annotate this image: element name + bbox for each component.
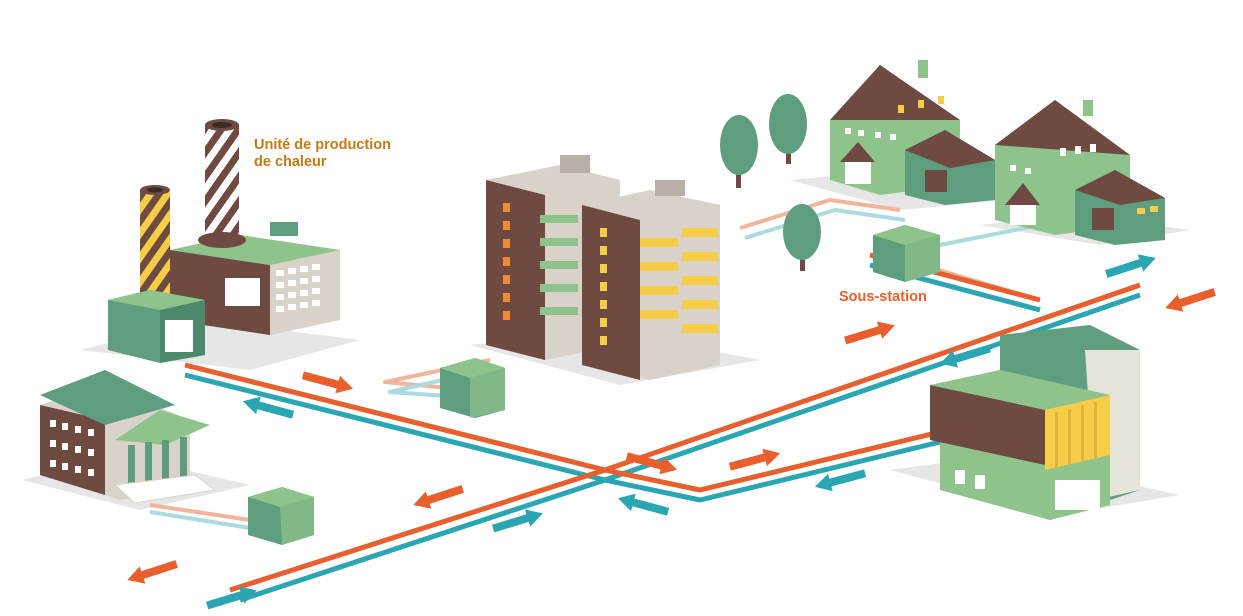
tree-icon [720,94,821,271]
substation-box-icon [248,225,940,545]
flow-arrow-icon [940,344,992,368]
hot-pipe-southwest [229,467,606,593]
flow-arrow-icon [301,371,354,394]
flow-arrow-icon [127,560,178,584]
flow-arrow-icon [491,509,543,533]
flow-arrow-icon [413,485,464,509]
cold-pipe-office [604,439,941,503]
public-building-icon [40,370,217,504]
hot-branch-houses [739,198,901,230]
cold-pipe-southwest [239,477,606,603]
cold-branch-public [149,510,251,530]
flow-arrow-icon [728,448,781,471]
cold-branch-houses [744,208,906,240]
production-unit-label: Unité de production de chaleur [254,137,424,171]
flow-arrow-icon [1105,254,1156,278]
substation-label: Sous-station [839,289,927,305]
flow-arrow-icon [1165,288,1216,312]
flow-arrow-icon [617,493,670,516]
houses-icon [830,60,1165,245]
flow-arrow-icon [814,469,867,492]
flow-arrow-icon [242,396,295,419]
flow-arrow-icon [843,321,895,345]
heating-plant-icon [108,119,340,363]
cold-branch-houses2 [939,223,1041,247]
flow-arrow-icon [205,586,257,610]
office-building-icon [930,325,1140,520]
flow-arrow-icon [625,452,678,475]
production-label-line1: Unité de production [254,137,391,153]
hot-branch-public [149,503,251,522]
apartment-towers-icon [486,155,720,380]
flow-arrows [127,254,1216,610]
production-label-line2: de chaleur [254,154,327,170]
hot-pipe-office [604,429,941,493]
